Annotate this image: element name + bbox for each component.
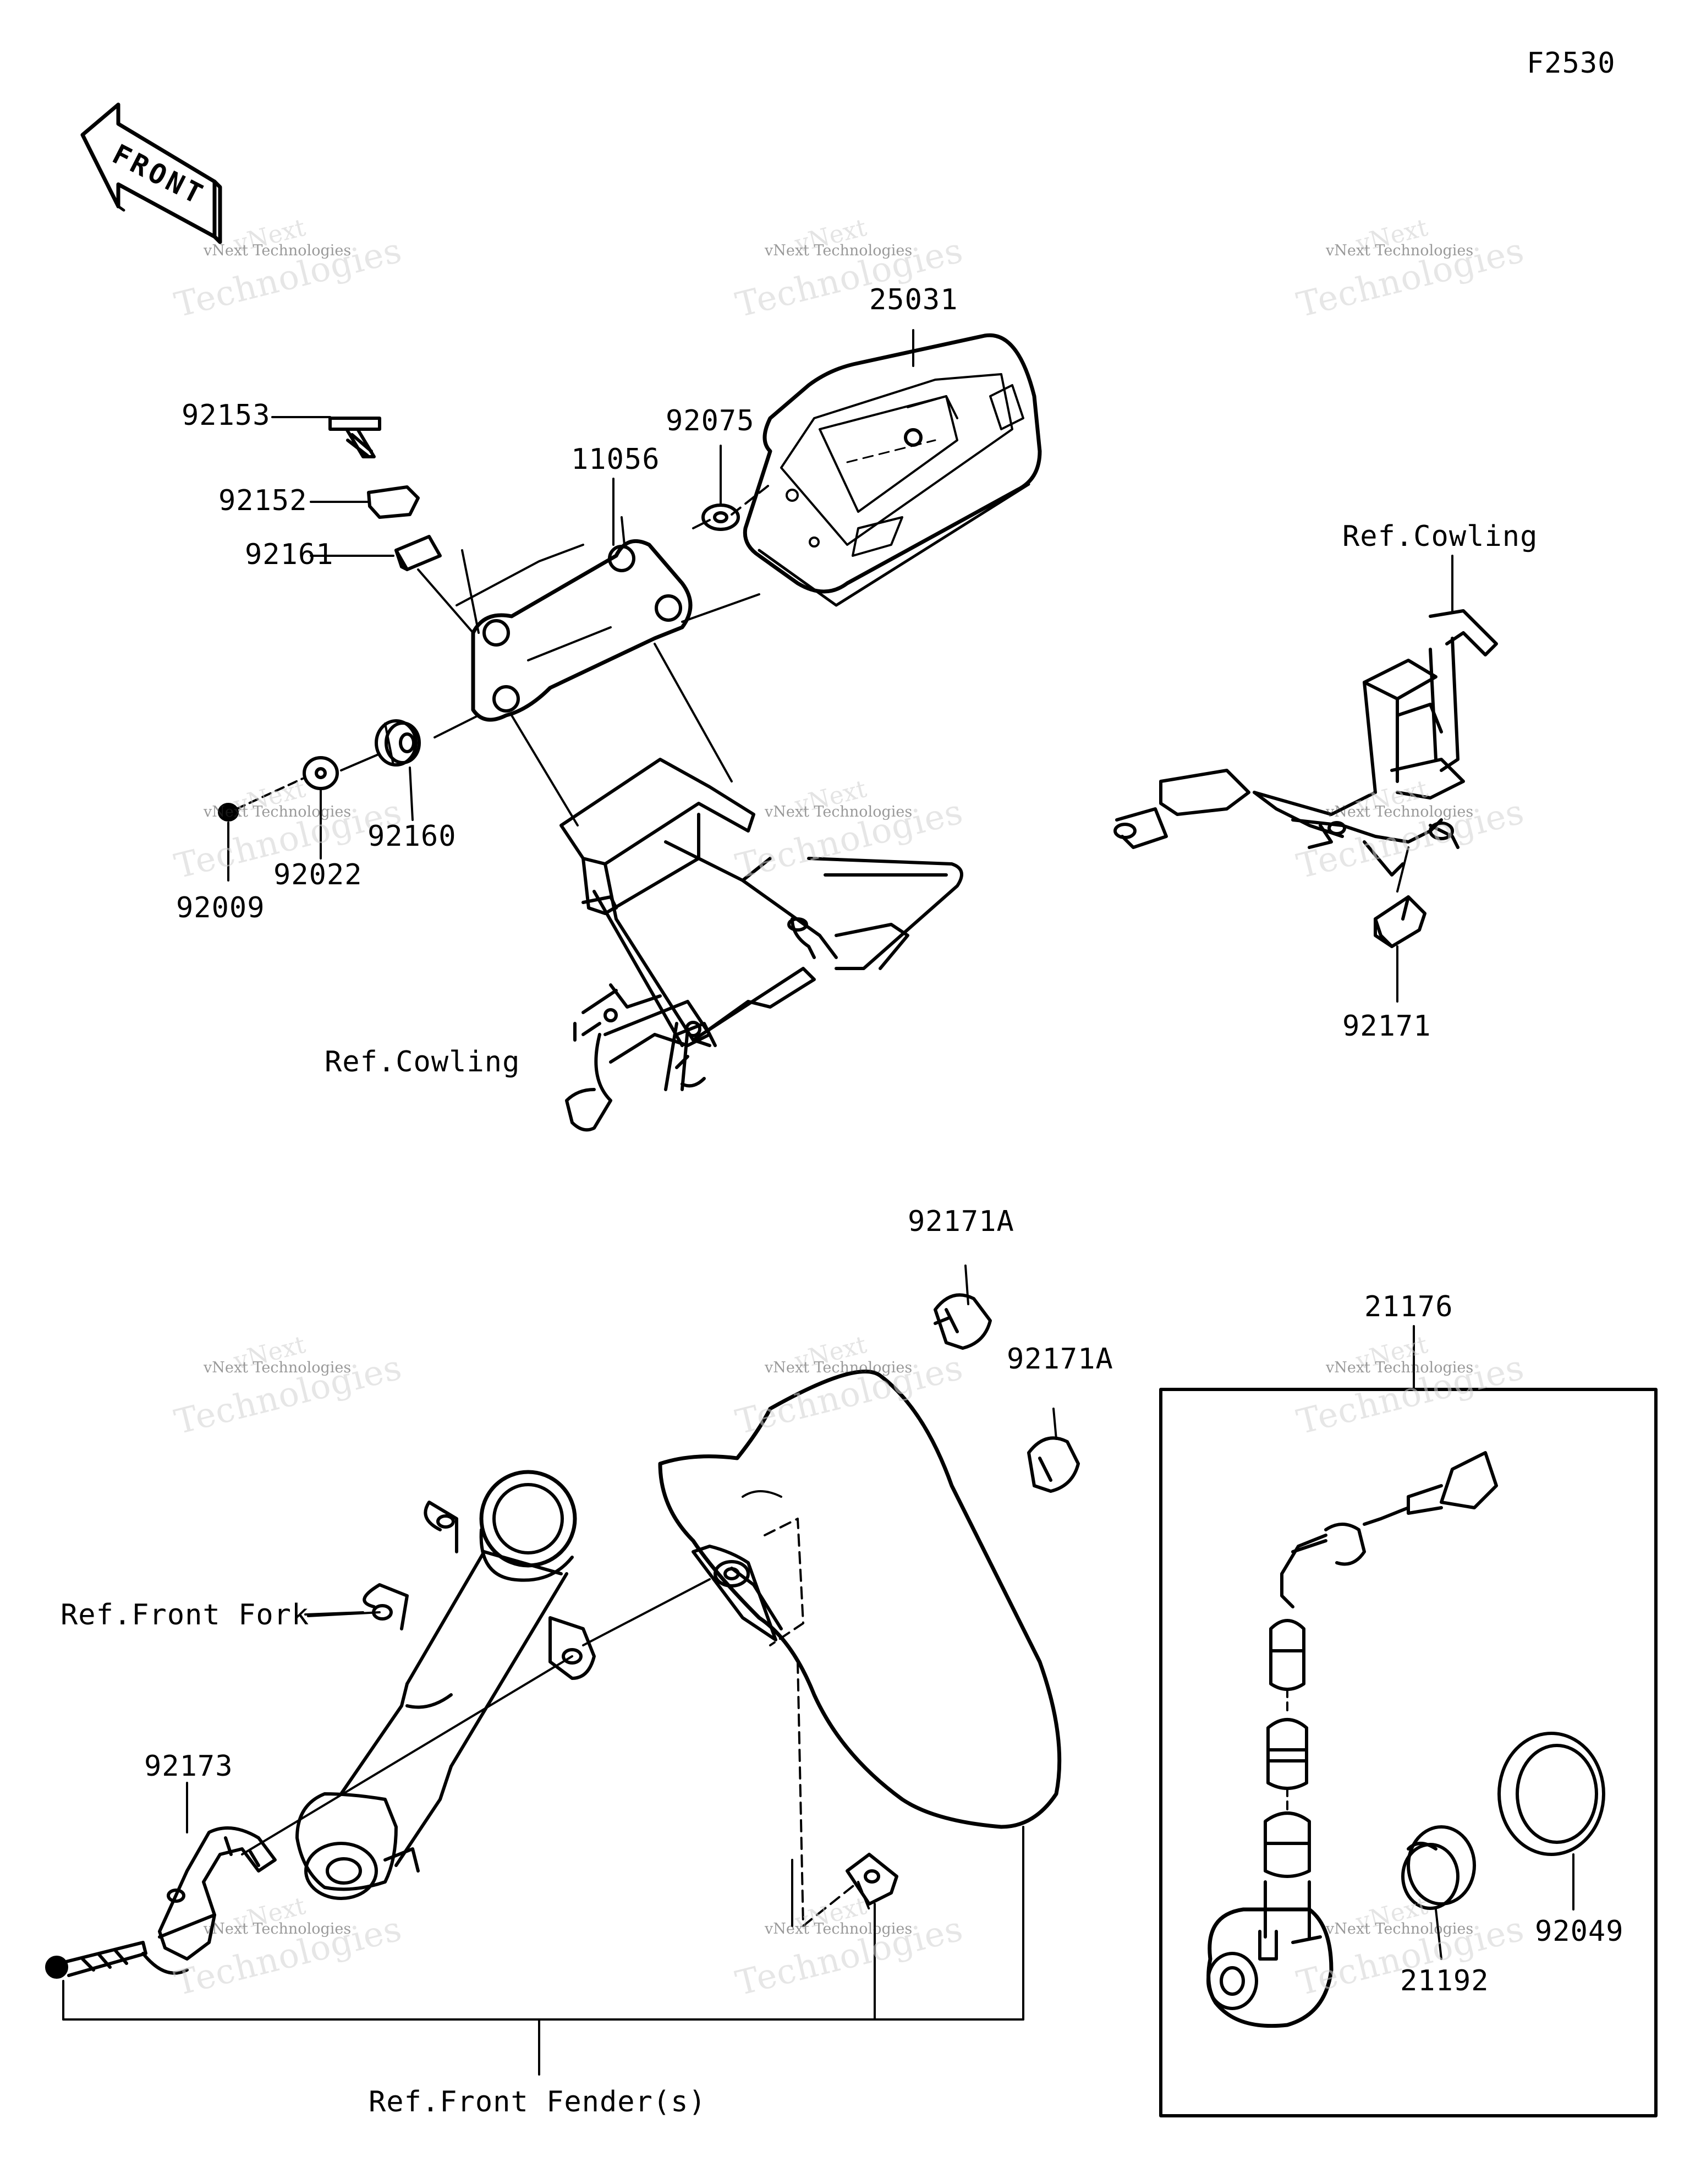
front-fender <box>658 1370 1062 1829</box>
grommet-21192 <box>1401 1825 1476 1960</box>
speed-sensor-assembly <box>1206 1451 1498 2028</box>
part-number-92049: 92049 <box>1535 1915 1624 1948</box>
label-leaders <box>186 329 1453 1833</box>
part-number-92171: 92171 <box>1342 1010 1431 1043</box>
grommet-92160 <box>375 719 421 767</box>
clamp-92171 <box>1374 846 1426 1003</box>
part-number-21176: 21176 <box>1364 1290 1453 1323</box>
cowling-stay-left <box>559 758 963 1132</box>
part-number-92161: 92161 <box>245 538 334 571</box>
ref-cowling-right: Ref.Cowling <box>1342 520 1538 553</box>
part-number-92171A-lower: 92171A <box>1007 1343 1113 1376</box>
part-number-92173: 92173 <box>144 1750 233 1783</box>
o-ring-92049 <box>1497 1732 1605 1911</box>
explode-lines-upper <box>227 416 771 882</box>
ref-front-fork: Ref.Front Fork <box>61 1599 310 1632</box>
sensor-box-21176 <box>1159 1325 1658 2117</box>
cable-guide-92173 <box>141 1826 277 1975</box>
part-number-92075: 92075 <box>666 404 755 437</box>
screw-92009 <box>218 803 239 822</box>
ref-cowling-left: Ref.Cowling <box>325 1046 520 1079</box>
clamp-92171A-lower <box>1027 1408 1080 1493</box>
part-number-92171A-upper: 92171A <box>908 1205 1014 1238</box>
washer-92022 <box>303 756 339 790</box>
part-number-92009: 92009 <box>176 891 265 924</box>
collar-92152 <box>367 485 420 519</box>
washer-92075 <box>701 503 740 531</box>
part-number-92152: 92152 <box>218 484 308 517</box>
part-number-21192: 21192 <box>1400 1964 1489 1997</box>
meter-assembly-25031 <box>743 333 1042 607</box>
part-number-92160: 92160 <box>367 820 457 853</box>
damper-92161 <box>394 535 442 571</box>
cowling-stay-right <box>1113 609 1498 877</box>
front-fork-outer-tube <box>295 1470 596 1900</box>
part-number-92022: 92022 <box>273 858 363 891</box>
figure-code: F2530 <box>1527 47 1616 80</box>
bolt-92153 <box>328 417 381 458</box>
front-direction-arrow <box>80 102 222 244</box>
ref-front-fender: Ref.Front Fender(s) <box>369 2086 706 2119</box>
part-number-92153: 92153 <box>182 399 271 432</box>
part-number-11056: 11056 <box>571 443 660 476</box>
part-number-25031: 25031 <box>869 283 958 316</box>
explode-lines-lower <box>62 1578 1024 2076</box>
clamp-92171A-upper <box>934 1265 992 1350</box>
bolt-lower-left <box>45 1941 147 1979</box>
bracket-11056 <box>456 516 693 722</box>
